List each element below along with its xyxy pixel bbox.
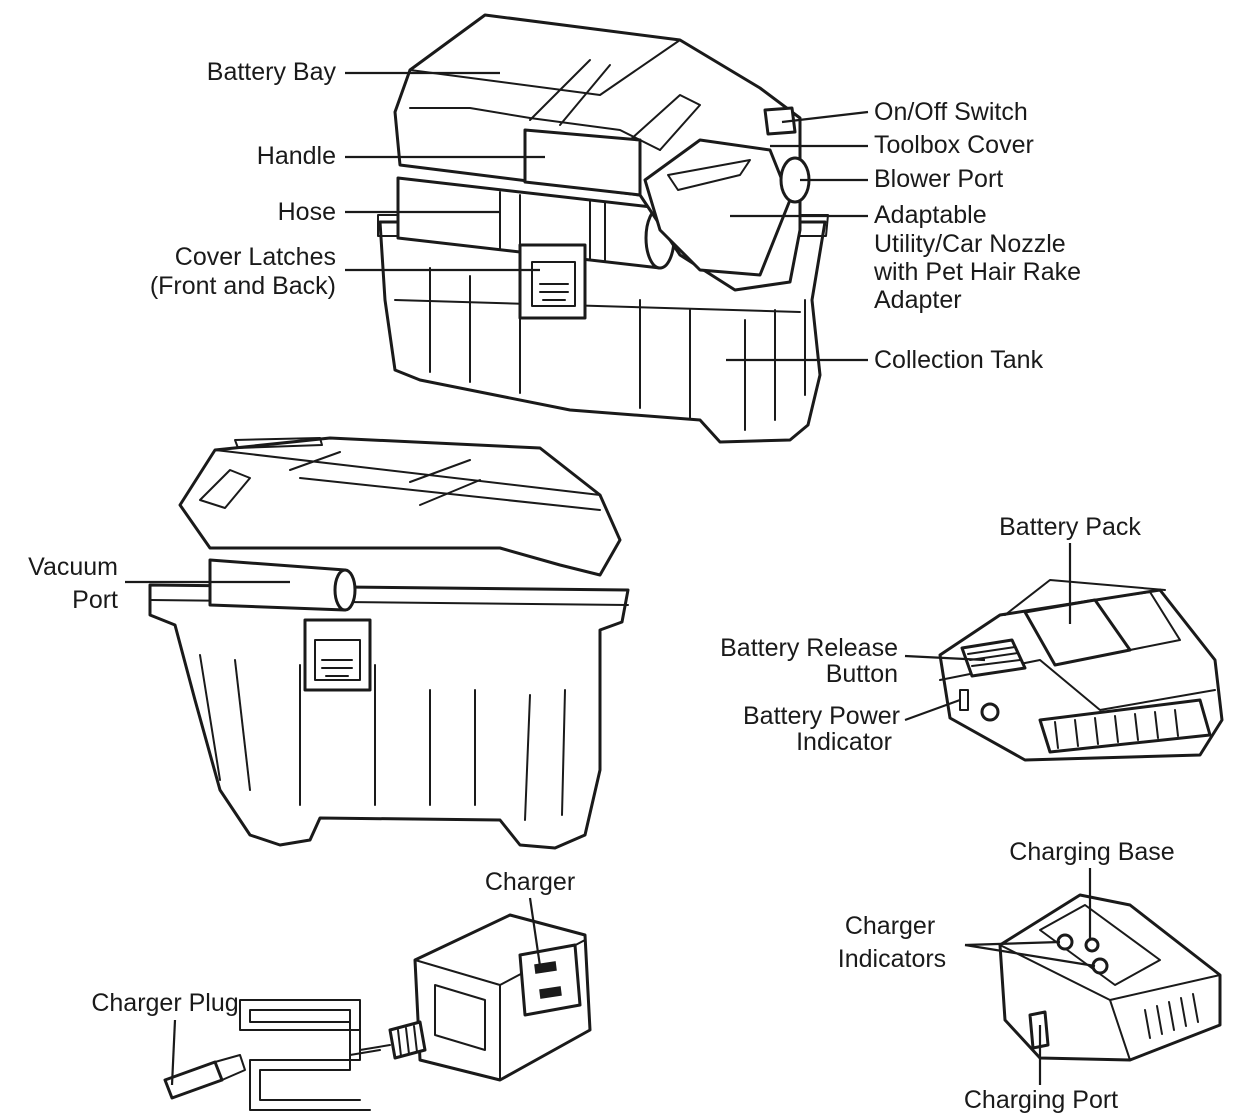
- label-battery-bay: Battery Bay: [207, 58, 337, 86]
- label-cover-latches-line1: Cover Latches: [175, 243, 336, 271]
- label-battery-power-line2: Indicator: [796, 728, 892, 756]
- label-handle: Handle: [257, 142, 336, 170]
- labels: Battery Bay Handle Hose Cover Latches (F…: [28, 58, 1175, 1114]
- label-vacuum-port-line1: Vacuum: [28, 553, 118, 581]
- label-on-off-switch: On/Off Switch: [874, 98, 1028, 126]
- label-hose: Hose: [278, 198, 336, 226]
- label-charger: Charger: [485, 868, 575, 896]
- label-cover-latches-line2: (Front and Back): [150, 272, 336, 300]
- label-nozzle-line1: Adaptable: [874, 201, 987, 229]
- label-charging-port: Charging Port: [964, 1086, 1118, 1114]
- label-blower-port: Blower Port: [874, 165, 1003, 193]
- label-nozzle-line3: with Pet Hair Rake: [873, 258, 1081, 286]
- label-charging-base: Charging Base: [1009, 838, 1174, 866]
- label-battery-power-line1: Battery Power: [743, 702, 900, 730]
- label-vacuum-port-line2: Port: [72, 586, 118, 614]
- label-charger-indicators-line1: Charger: [845, 912, 935, 940]
- label-battery-pack: Battery Pack: [999, 513, 1141, 541]
- vacuum-front-illustration: [377, 13, 829, 444]
- vacuum-back-illustration: [148, 436, 630, 850]
- label-nozzle-line4: Adapter: [874, 286, 962, 314]
- label-charger-indicators-line2: Indicators: [838, 945, 946, 973]
- charging-base-illustration: [998, 893, 1222, 1062]
- label-toolbox-cover: Toolbox Cover: [874, 131, 1034, 159]
- label-battery-release-line1: Battery Release: [720, 634, 898, 662]
- label-collection-tank: Collection Tank: [874, 346, 1044, 374]
- label-charger-plug: Charger Plug: [91, 989, 238, 1017]
- label-nozzle-line2: Utility/Car Nozzle: [874, 230, 1066, 258]
- battery-pack-illustration: [938, 579, 1224, 762]
- label-battery-release-line2: Button: [826, 660, 898, 688]
- leader-lines: [125, 71, 1096, 1086]
